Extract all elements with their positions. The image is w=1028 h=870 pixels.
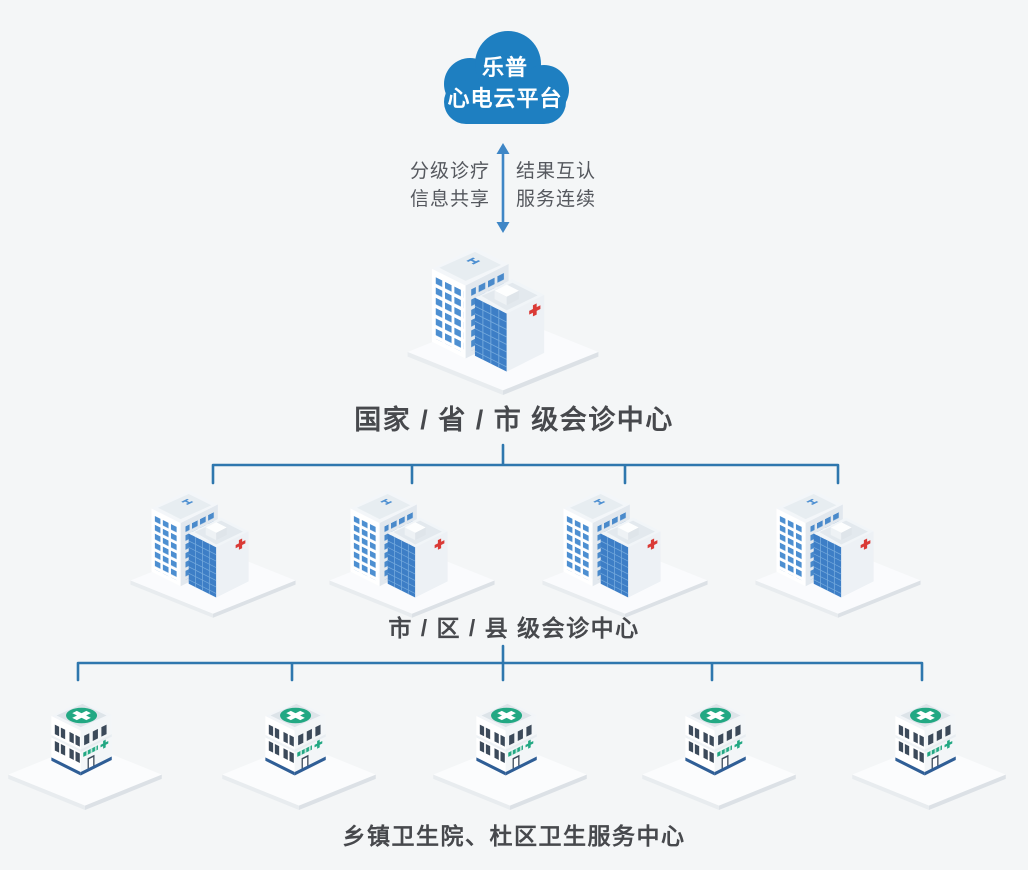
hospital-building-icon: [755, 489, 921, 618]
connector-tree-level1: [211, 443, 840, 485]
clinic-building-icon: [8, 700, 162, 810]
cloud-title-line2: 心电云平台: [447, 86, 563, 111]
hospital-building-icon: [407, 246, 599, 395]
hospital-building-icon: [542, 489, 708, 618]
cloud-platform: 乐普 心电云平台: [430, 20, 580, 134]
exchange-label-left: 分级诊疗 信息共享: [410, 158, 490, 214]
exchange-right-line2: 服务连续: [516, 189, 597, 210]
cloud-icon: [444, 31, 569, 124]
exchange-left-line1: 分级诊疗: [409, 161, 490, 182]
hospital-building-icon: [130, 489, 296, 618]
clinic-building-icon: [433, 700, 587, 810]
hospital-building-icon: [329, 489, 495, 618]
exchange-left-line2: 信息共享: [409, 189, 490, 210]
clinic-building-icon: [222, 700, 376, 810]
connector-tree-level2: [76, 644, 924, 682]
exchange-right-line1: 结果互认: [516, 161, 597, 182]
exchange-label-right: 结果互认 服务连续: [516, 158, 596, 214]
level3-label: 乡镇卫生院、杜区卫生服务中心: [342, 823, 686, 849]
clinic-building-icon: [852, 700, 1006, 810]
cloud-title-line1: 乐普: [481, 55, 528, 80]
level1-label: 国家 / 省 / 市 级会诊中心: [354, 405, 674, 435]
double-arrow-vertical-icon: [496, 143, 510, 233]
level2-label: 市 / 区 / 县 级会诊中心: [388, 615, 640, 641]
cloud-title: 乐普 心电云平台: [430, 52, 580, 114]
clinic-building-icon: [642, 700, 796, 810]
